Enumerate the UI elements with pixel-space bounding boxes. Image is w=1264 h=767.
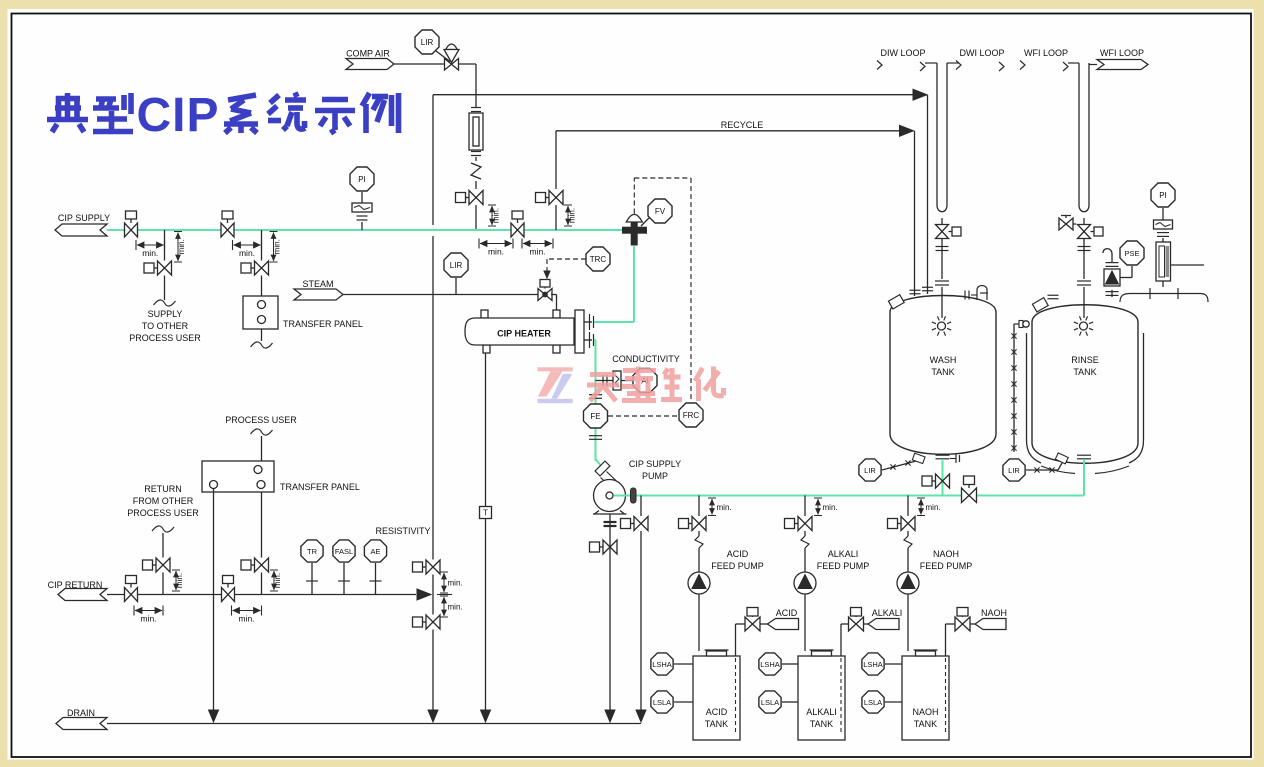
svg-text:FRC: FRC <box>683 411 700 420</box>
svg-text:min.: min. <box>140 614 156 624</box>
svg-text:LIR: LIR <box>450 261 463 270</box>
svg-text:TANK: TANK <box>1073 367 1096 377</box>
svg-text:LIR: LIR <box>421 38 434 47</box>
svg-text:NAOH: NAOH <box>981 608 1007 618</box>
svg-text:FEED PUMP: FEED PUMP <box>920 561 973 571</box>
svg-text:AE: AE <box>370 547 380 556</box>
svg-text:TO OTHER: TO OTHER <box>142 321 189 331</box>
svg-text:LSLA: LSLA <box>653 698 671 707</box>
svg-text:LIR: LIR <box>864 466 876 475</box>
svg-text:LIR: LIR <box>1008 466 1020 475</box>
svg-text:TRANSFER PANEL: TRANSFER PANEL <box>283 319 363 329</box>
svg-text:WFI LOOP: WFI LOOP <box>1024 48 1068 58</box>
svg-text:RESISTIVITY: RESISTIVITY <box>375 526 430 536</box>
svg-text:WFI LOOP: WFI LOOP <box>1100 48 1144 58</box>
svg-text:min.: min. <box>529 247 545 257</box>
svg-text:min.: min. <box>273 573 282 588</box>
svg-text:FEED PUMP: FEED PUMP <box>711 561 764 571</box>
svg-text:STEAM: STEAM <box>302 279 333 289</box>
svg-text:PUMP: PUMP <box>642 471 668 481</box>
svg-text:CIP: CIP <box>136 89 219 142</box>
svg-text:TANK: TANK <box>914 719 937 729</box>
svg-text:DRAIN: DRAIN <box>67 708 95 718</box>
svg-text:RECYCLE: RECYCLE <box>721 120 764 130</box>
svg-text:CIP HEATER: CIP HEATER <box>497 329 551 339</box>
svg-text:NAOH: NAOH <box>912 707 938 717</box>
svg-text:min.: min. <box>177 239 186 254</box>
svg-text:LSLA: LSLA <box>864 698 882 707</box>
svg-text:PSE: PSE <box>1124 249 1139 258</box>
svg-text:T: T <box>483 509 488 518</box>
svg-text:min.: min. <box>488 247 504 257</box>
svg-text:DIW LOOP: DIW LOOP <box>880 48 925 58</box>
svg-text:WASH: WASH <box>930 355 957 365</box>
svg-text:ACID: ACID <box>776 608 798 618</box>
svg-text:FEED PUMP: FEED PUMP <box>817 561 870 571</box>
svg-text:ALKALI: ALKALI <box>872 608 903 618</box>
svg-text:min.: min. <box>823 503 838 512</box>
svg-text:TANK: TANK <box>931 367 954 377</box>
svg-text:ALKALI: ALKALI <box>828 549 859 559</box>
svg-text:NAOH: NAOH <box>933 549 959 559</box>
svg-text:min.: min. <box>273 239 282 254</box>
svg-text:PROCESS USER: PROCESS USER <box>129 333 201 343</box>
svg-text:min.: min. <box>492 208 501 223</box>
svg-text:SUPPLY: SUPPLY <box>148 309 183 319</box>
svg-text:DWI LOOP: DWI LOOP <box>959 48 1004 58</box>
svg-text:RETURN: RETURN <box>144 484 182 494</box>
svg-text:min.: min. <box>175 573 184 588</box>
svg-text:CIP SUPPLY: CIP SUPPLY <box>58 213 110 223</box>
svg-text:FV: FV <box>655 207 666 216</box>
svg-text:LSHA: LSHA <box>652 660 672 669</box>
svg-text:ACID: ACID <box>727 549 749 559</box>
svg-text:TRC: TRC <box>590 255 607 264</box>
svg-text:FROM OTHER: FROM OTHER <box>133 496 194 506</box>
svg-text:min.: min. <box>239 248 255 258</box>
svg-text:min.: min. <box>568 208 577 223</box>
svg-text:RINSE: RINSE <box>1071 355 1099 365</box>
svg-text:CONDUCTIVITY: CONDUCTIVITY <box>612 354 680 364</box>
svg-text:PROCESS USER: PROCESS USER <box>225 415 297 425</box>
svg-text:LSHA: LSHA <box>863 660 883 669</box>
svg-text:PI: PI <box>1159 191 1167 200</box>
svg-text:CIP RETURN: CIP RETURN <box>48 580 103 590</box>
svg-text:TANK: TANK <box>810 719 833 729</box>
svg-text:TANK: TANK <box>705 719 728 729</box>
svg-text:ACID: ACID <box>706 707 728 717</box>
svg-text:min.: min. <box>448 603 463 612</box>
svg-text:LSLA: LSLA <box>761 698 779 707</box>
svg-text:ALKALI: ALKALI <box>806 707 837 717</box>
svg-text:CIP SUPPLY: CIP SUPPLY <box>629 459 681 469</box>
svg-text:PROCESS USER: PROCESS USER <box>127 508 199 518</box>
svg-text:min.: min. <box>142 248 158 258</box>
svg-text:TRANSFER PANEL: TRANSFER PANEL <box>280 482 360 492</box>
svg-text:PI: PI <box>358 175 366 184</box>
svg-text:min.: min. <box>717 503 732 512</box>
svg-text:FE: FE <box>590 412 600 421</box>
svg-text:FASL: FASL <box>335 547 353 556</box>
svg-text:min.: min. <box>238 614 254 624</box>
svg-text:LSHA: LSHA <box>760 660 780 669</box>
svg-text:min.: min. <box>926 503 941 512</box>
svg-text:COMP AIR: COMP AIR <box>346 49 390 59</box>
svg-text:TR: TR <box>307 547 318 556</box>
svg-text:min.: min. <box>448 579 463 588</box>
